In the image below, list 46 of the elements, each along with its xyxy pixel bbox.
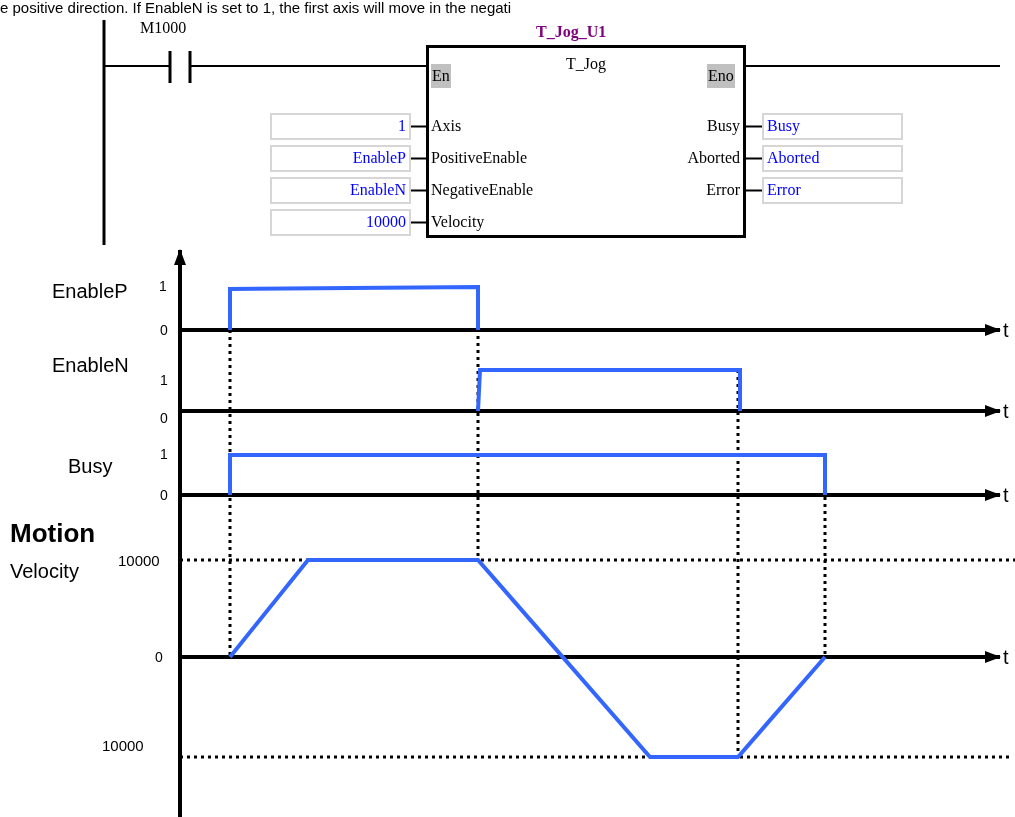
contact-label: M1000	[140, 18, 187, 38]
block-type-name: T_Jog	[565, 54, 607, 74]
variable-field: 1	[270, 113, 411, 140]
variable-field: Error	[762, 177, 903, 204]
connector-line	[204, 65, 427, 67]
axis-title: Velocity	[10, 561, 79, 581]
level-label: 1	[160, 373, 168, 387]
pin-label: NegativeEnable	[431, 180, 534, 200]
level-label: 0	[160, 323, 168, 337]
pin-label: Busy	[707, 116, 740, 136]
level-label: 1	[159, 279, 167, 293]
signal-name: EnableN	[52, 355, 129, 375]
pin-label: Error	[706, 180, 740, 200]
connector-line	[410, 189, 427, 192]
pin-label: Velocity	[431, 212, 485, 232]
axis-label: t	[1003, 401, 1009, 421]
connector-line	[745, 125, 763, 128]
variable-field: Aborted	[762, 145, 903, 172]
pin-label: En	[431, 64, 451, 88]
level-label: 0	[160, 488, 168, 502]
variable-field: Busy	[762, 113, 903, 140]
value-label: 0	[155, 650, 163, 664]
axis-label: t	[1003, 320, 1009, 340]
pin-label: Axis	[431, 116, 462, 136]
connector-line	[745, 189, 763, 192]
pin-label: PositiveEnable	[431, 148, 527, 168]
axis-label: t	[1003, 485, 1009, 505]
level-label: 1	[160, 447, 168, 461]
level-label: 0	[160, 411, 168, 425]
variable-field: 10000	[270, 209, 411, 236]
signal-name: Busy	[68, 456, 113, 476]
connector-line	[745, 157, 763, 160]
value-label: 10000	[118, 553, 160, 568]
variable-field: EnableP	[270, 145, 411, 172]
connector-line	[410, 221, 427, 224]
connector-line	[410, 157, 427, 160]
sentence-fragment: e positive direction. If EnableN is set to 1, the first axis will move in the negati	[0, 0, 512, 15]
pin-label: Eno	[707, 64, 735, 88]
signal-name: EnableP	[52, 281, 128, 301]
chart-heading: Motion	[10, 520, 96, 546]
block-instance-name: T_Jog_U1	[536, 22, 607, 42]
connector-line	[410, 125, 427, 128]
variable-field: EnableN	[270, 177, 411, 204]
value-label: 10000	[102, 738, 144, 753]
pin-label: Aborted	[687, 148, 740, 168]
axis-label: t	[1003, 647, 1009, 667]
